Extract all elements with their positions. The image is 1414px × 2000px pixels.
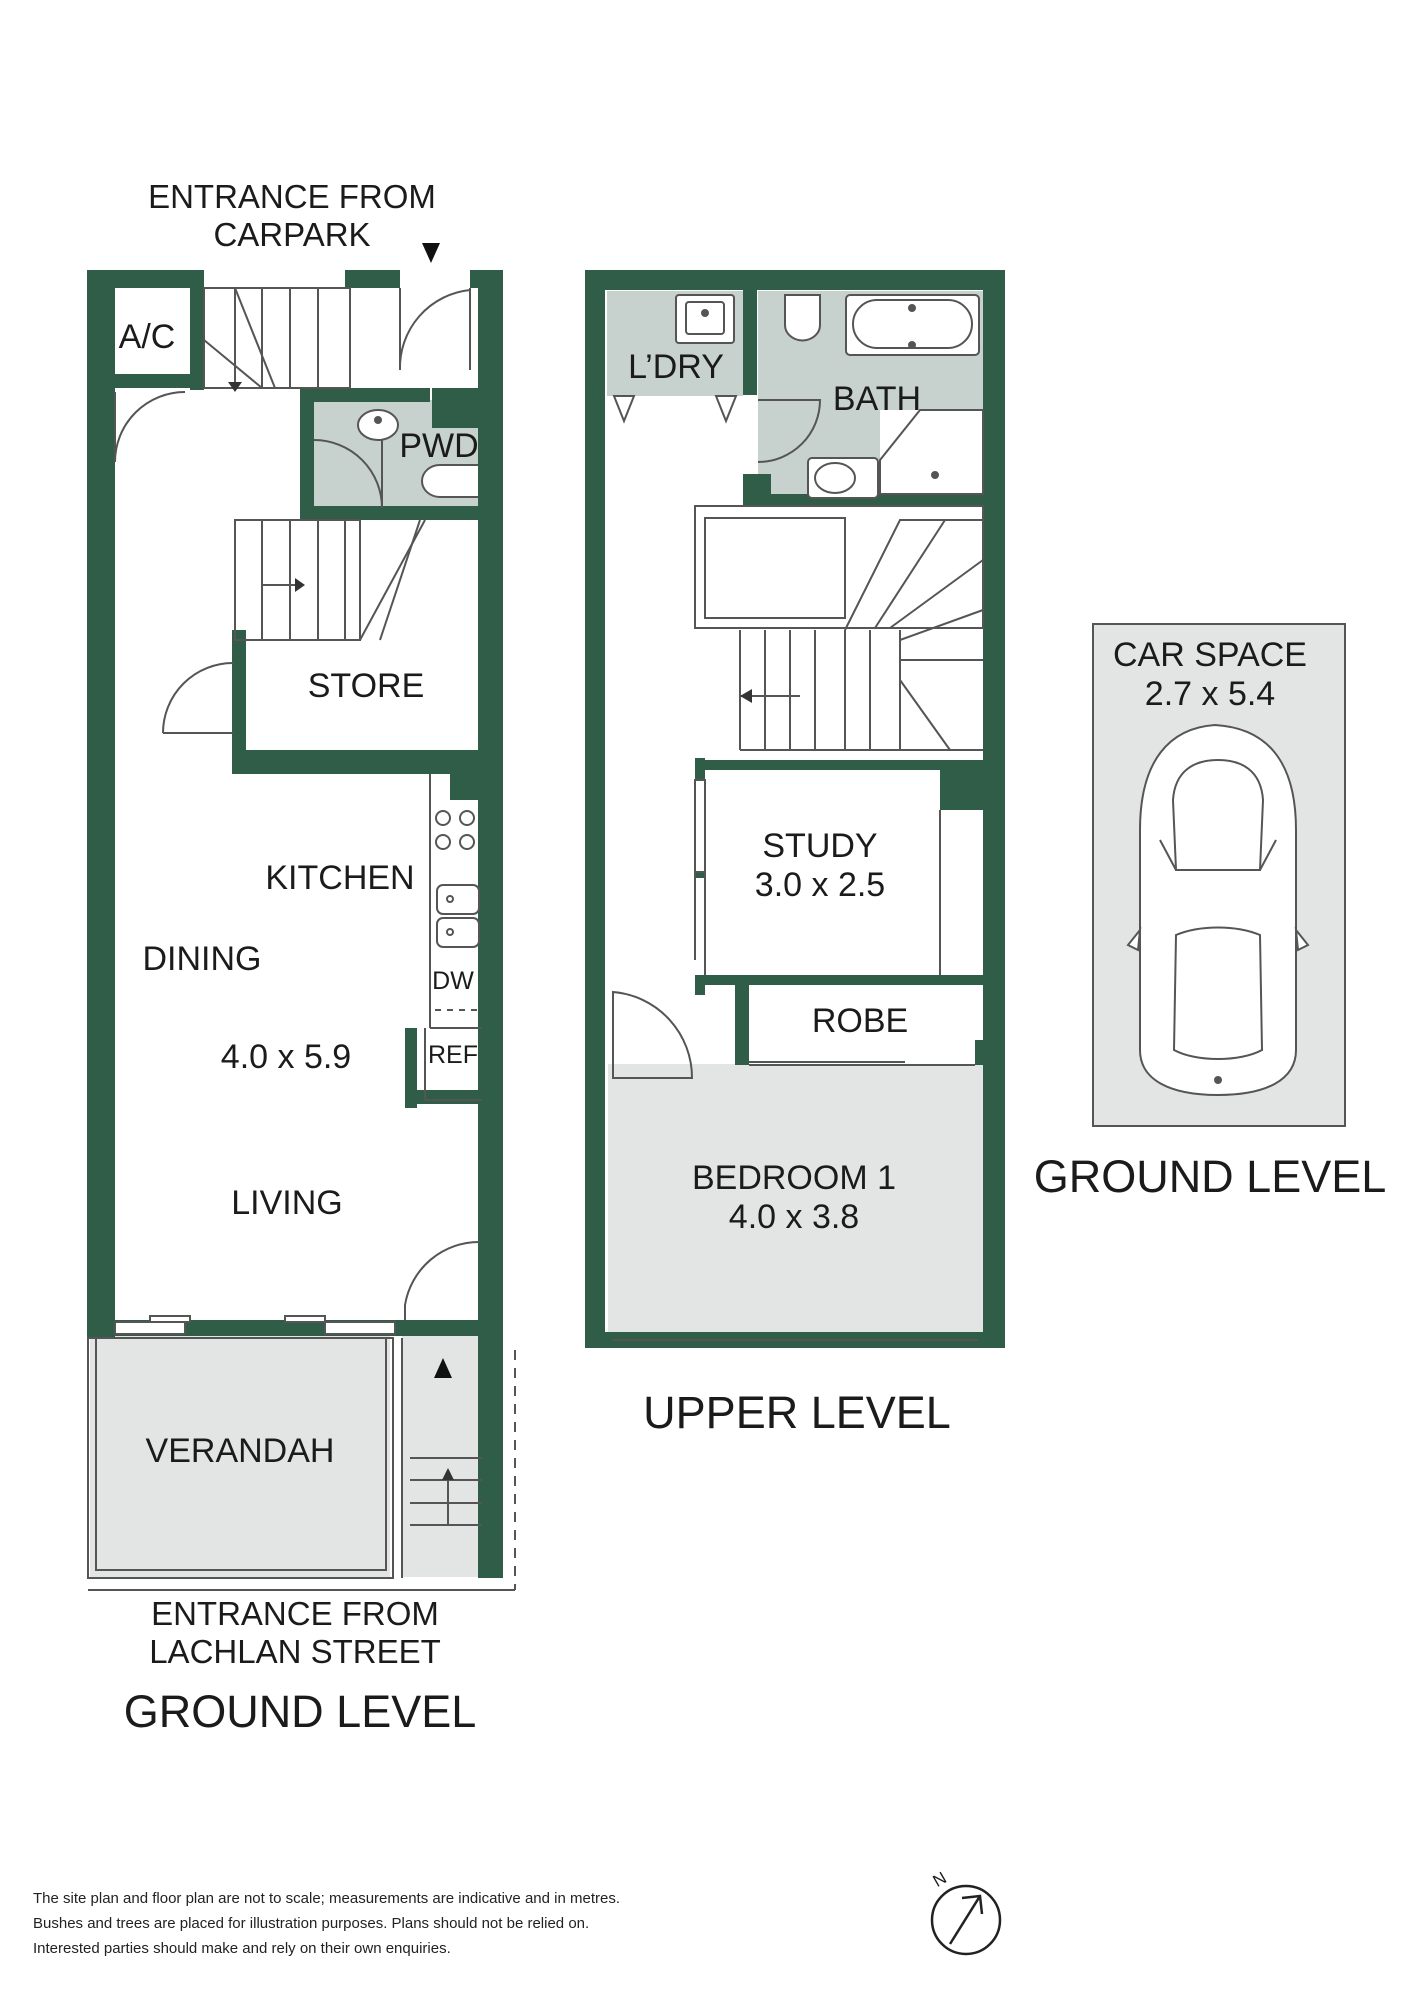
entrance-bottom-line1: ENTRANCE FROM: [151, 1595, 439, 1632]
entrance-up-arrow-icon: [434, 1358, 452, 1378]
disclaimer: The site plan and floor plan are not to …: [33, 1886, 733, 1961]
room-bath-label: BATH: [833, 380, 921, 418]
car-space-plan: [1092, 623, 1346, 1127]
room-living-label: LIVING: [231, 1184, 342, 1222]
room-study-label: STUDY: [762, 827, 877, 865]
bedroom-fill: [608, 1064, 983, 1334]
car-space-level-title: GROUND LEVEL: [1034, 1151, 1387, 1202]
disclaimer-line: The site plan and floor plan are not to …: [33, 1890, 620, 1907]
room-verandah-label: VERANDAH: [146, 1432, 335, 1470]
entrance-arrow-icon: [422, 243, 440, 263]
down-arrow-icon: [228, 382, 242, 392]
room-dining-size: 4.0 x 5.9: [221, 1038, 351, 1076]
room-robe-label: ROBE: [812, 1002, 908, 1040]
room-ac-label: A/C: [119, 318, 176, 356]
appliance-ref-label: REF: [428, 1041, 478, 1069]
room-study-size: 3.0 x 2.5: [755, 866, 885, 904]
ground-level-title: GROUND LEVEL: [124, 1686, 477, 1737]
disclaimer-line: Interested parties should make and rely …: [33, 1940, 451, 1957]
entrance-top-line2: CARPARK: [213, 216, 370, 253]
ground-floor-plan: [87, 243, 516, 1591]
room-store-label: STORE: [308, 667, 425, 705]
upper-stair-arrow-icon: [740, 689, 752, 703]
compass-north-label: N: [930, 1868, 950, 1891]
room-bedroom-size: 4.0 x 3.8: [729, 1198, 859, 1236]
room-laundry-label: L’DRY: [628, 348, 724, 386]
car-space-title: CAR SPACE: [1113, 636, 1307, 674]
upper-floor-plan: [585, 270, 1005, 1348]
north-compass: [930, 1884, 1002, 1956]
room-pwd-label: PWD: [399, 427, 478, 465]
room-bedroom-label: BEDROOM 1: [692, 1159, 896, 1197]
car-icon: [1126, 723, 1310, 1097]
stair-arrow-icon: [295, 578, 305, 592]
verandah-fill: [90, 1324, 390, 1577]
room-kitchen-label: KITCHEN: [265, 859, 414, 897]
entrance-top-line1: ENTRANCE FROM: [148, 178, 436, 215]
room-dining-label: DINING: [143, 940, 262, 978]
porch-arrow-icon: [442, 1468, 454, 1480]
disclaimer-line: Bushes and trees are placed for illustra…: [33, 1915, 590, 1932]
car-space-size: 2.7 x 5.4: [1145, 675, 1275, 713]
upper-level-title: UPPER LEVEL: [643, 1387, 951, 1438]
entrance-bottom-line2: LACHLAN STREET: [149, 1633, 441, 1670]
appliance-dw-label: DW: [432, 967, 474, 995]
